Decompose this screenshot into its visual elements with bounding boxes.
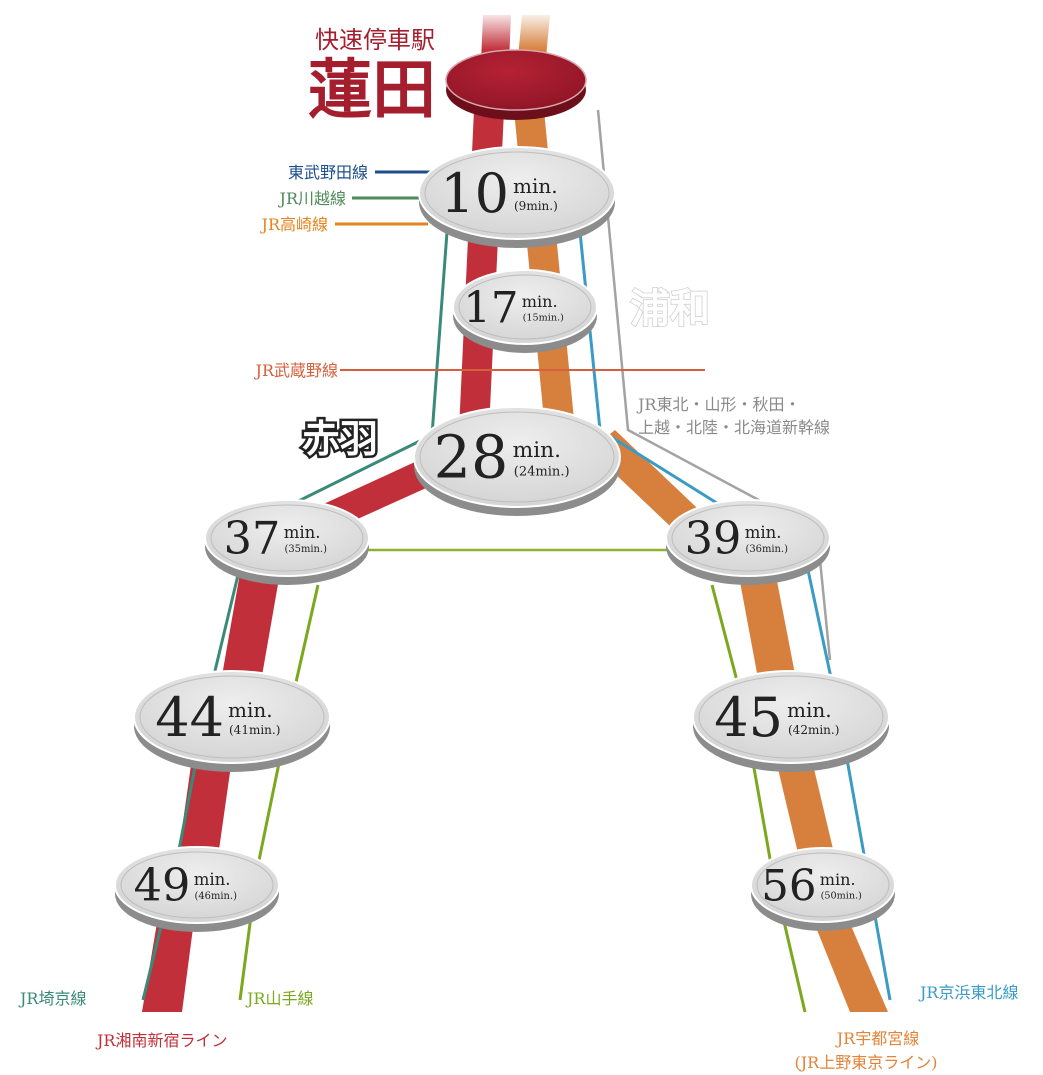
node-10-rapid-time: (9min.) xyxy=(514,199,558,213)
node-28-rapid-time: (24min.) xyxy=(514,464,570,479)
node-28-unit: min. xyxy=(513,438,561,463)
node-44-disc xyxy=(133,670,331,764)
node-49-ring xyxy=(120,851,274,919)
label-yamanote: JR山手線 xyxy=(245,989,313,1008)
node-10-unit: min. xyxy=(513,174,558,198)
node-56-rapid-time: (50min.) xyxy=(821,891,862,902)
node-49-rapid-time: (46min.) xyxy=(195,891,238,902)
svg-text:ァ: ァ xyxy=(630,179,670,225)
node-45-minutes: 45 xyxy=(714,686,783,749)
node-37-unit: min. xyxy=(284,523,321,542)
node-44-minutes: 44 xyxy=(155,686,224,749)
label-utsunomiya: JR宇都宮線 xyxy=(835,1029,919,1048)
node-39-unit: min. xyxy=(745,523,782,542)
line-yamanote-west xyxy=(238,584,320,1001)
node-28-disc xyxy=(413,406,621,508)
hasuda-station-node[interactable] xyxy=(445,49,587,120)
node-49-minutes: 49 xyxy=(134,860,191,912)
line-labels: 東武野田線 JR川越線 JR高崎線 JR武蔵野線 JR東北・山形・秋田・ 上越・… xyxy=(18,163,1018,1072)
node-17-rapid-time: (15min.) xyxy=(523,313,564,324)
node-56-disc xyxy=(750,847,896,923)
node-44-ring xyxy=(139,675,325,759)
band-red-west-4 xyxy=(142,905,196,1012)
node-44-unit: min. xyxy=(228,698,273,722)
node-45-unit: min. xyxy=(787,698,832,722)
svg-text:上: 上 xyxy=(835,529,875,575)
background-ghost-text: ァ 袋 上 宿 谷 京 xyxy=(60,179,980,915)
svg-text:谷: 谷 xyxy=(60,869,100,915)
node-17-ring xyxy=(458,274,592,340)
label-saikyo: JR埼京線 xyxy=(18,989,86,1008)
node-39-rapid-time: (36min.) xyxy=(746,544,789,555)
node-17-unit: min. xyxy=(522,292,558,311)
band-orange-east-2 xyxy=(735,555,800,700)
line-yamanote-east xyxy=(710,584,807,1013)
node-37-minutes: 37 xyxy=(224,513,281,565)
node-28-ring xyxy=(419,411,615,503)
node-39-disc xyxy=(665,499,831,577)
node-49-disc xyxy=(114,846,280,924)
station-urawa: 浦和 xyxy=(630,285,710,332)
node-10-disc xyxy=(418,146,616,240)
node-56-ring xyxy=(756,852,890,918)
node-10-minutes: 10 xyxy=(440,162,509,225)
node-37-rapid-time: (35min.) xyxy=(285,544,328,555)
label-shinkansen-2: 上越・北陸・北海道新幹線 xyxy=(638,418,830,437)
svg-text:京: 京 xyxy=(940,869,980,915)
node-56-minutes: 56 xyxy=(761,861,816,911)
node-28-minutes: 28 xyxy=(434,424,509,492)
node-10-ring xyxy=(424,151,610,235)
hasuda-subtitle: 快速停車駅 xyxy=(315,26,435,54)
hasuda-station-name: 蓮田 xyxy=(308,53,436,128)
svg-text:宿: 宿 xyxy=(60,709,100,755)
label-keihin-tohoku: JR京浜東北線 xyxy=(918,983,1018,1002)
label-shonan-shinjuku: JR湘南新宿ライン xyxy=(95,1031,227,1050)
label-musashino: JR武蔵野線 xyxy=(254,361,338,380)
node-49-unit: min. xyxy=(194,870,231,889)
node-37-ring xyxy=(210,504,364,572)
node-39-ring xyxy=(671,504,825,572)
node-37-disc xyxy=(204,499,370,577)
node-56-unit: min. xyxy=(820,870,856,889)
band-red-west-2 xyxy=(216,550,284,710)
node-45-rapid-time: (42min.) xyxy=(788,723,839,737)
node-17-disc xyxy=(452,269,598,345)
station-akabane: 赤羽 xyxy=(302,416,378,461)
label-tobu-noda: 東武野田線 xyxy=(288,163,368,182)
label-kawagoe: JR川越線 xyxy=(278,189,346,208)
svg-text:袋: 袋 xyxy=(149,529,190,575)
label-ueno-tokyo: (JR上野東京ライン) xyxy=(795,1053,938,1072)
node-45-disc xyxy=(692,670,890,764)
node-44-rapid-time: (41min.) xyxy=(229,723,280,737)
label-shinkansen-1: JR東北・山形・秋田・ xyxy=(636,395,800,414)
node-45-ring xyxy=(698,675,884,759)
label-takasaki: JR高崎線 xyxy=(260,215,328,234)
node-39-minutes: 39 xyxy=(685,513,742,565)
node-17-minutes: 17 xyxy=(463,283,518,333)
